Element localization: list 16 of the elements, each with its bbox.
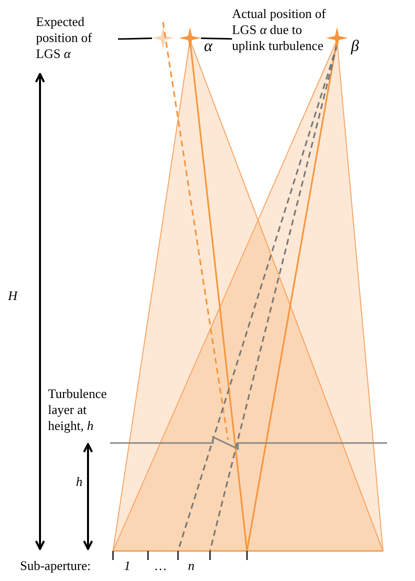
callout-text: Actual position of LGS α due to uplink turbulence (232, 6, 327, 54)
layer-label: Turbulence layer at height, h (48, 386, 108, 434)
leader-line (118, 38, 152, 40)
ellipsis: … (154, 558, 168, 574)
leader-line (200, 37, 232, 40)
star-label: β (351, 38, 359, 56)
sub-aperture-index: n (188, 558, 196, 574)
sub-aperture-index: 1 (124, 558, 132, 574)
star-icon (179, 27, 201, 49)
expected-star-icon (152, 27, 174, 49)
star-icon (326, 27, 348, 49)
axis-label: Sub-aperture: (20, 558, 92, 574)
star-label: α (204, 38, 212, 56)
height-symbol: H (8, 288, 19, 304)
callout-text: Expected position of LGS α (36, 14, 93, 62)
height-symbol: h (76, 474, 84, 490)
